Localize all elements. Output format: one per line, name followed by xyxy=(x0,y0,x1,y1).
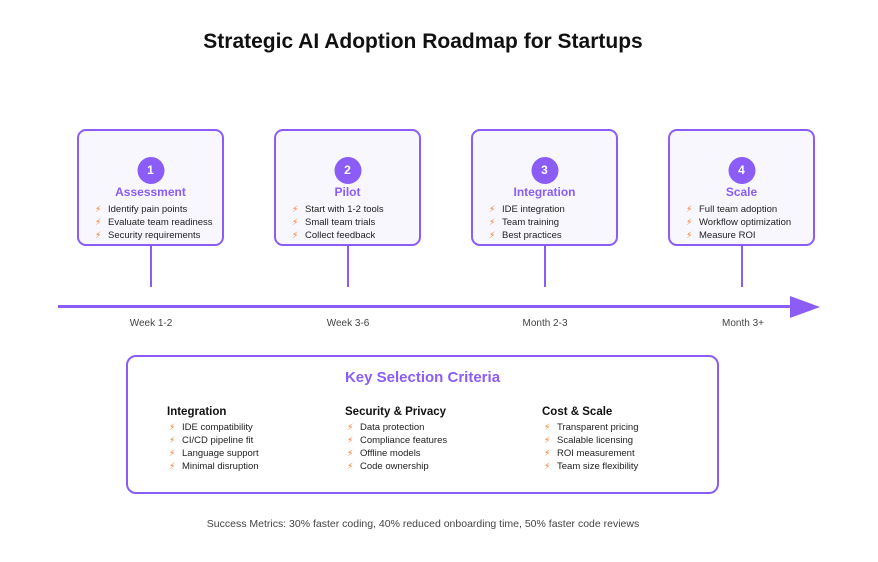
phase-name: Integration xyxy=(513,185,576,199)
lightning-bolt-icon: ⚡ xyxy=(544,461,551,471)
criteria-item: ⚡Data protection xyxy=(347,422,425,433)
criteria-list: ⚡Data protection ⚡Compliance features ⚡O… xyxy=(345,421,447,473)
phase-connector xyxy=(347,246,349,287)
timeline-line xyxy=(58,305,798,308)
phase-connector xyxy=(544,246,546,287)
criteria-item: ⚡Language support xyxy=(169,448,259,459)
phase-number-badge: 3 xyxy=(531,157,558,184)
phase-item: ⚡Full team adoption xyxy=(686,204,778,215)
lightning-bolt-icon: ⚡ xyxy=(686,204,693,214)
phase-name: Pilot xyxy=(334,185,361,199)
lightning-bolt-icon: ⚡ xyxy=(489,217,496,227)
lightning-bolt-icon: ⚡ xyxy=(489,230,496,240)
lightning-bolt-icon: ⚡ xyxy=(544,422,551,432)
phase-item-list: ⚡Start with 1-2 tools ⚡Small team trials… xyxy=(292,203,384,242)
phase-item: ⚡Measure ROI xyxy=(686,230,756,241)
criteria-column-cost: Cost & Scale ⚡Transparent pricing ⚡Scala… xyxy=(542,406,639,473)
lightning-bolt-icon: ⚡ xyxy=(292,230,299,240)
phase-name: Scale xyxy=(725,185,758,199)
phase-name: Assessment xyxy=(115,185,186,199)
criteria-item: ⚡Team size flexibility xyxy=(544,461,639,472)
lightning-bolt-icon: ⚡ xyxy=(169,435,176,445)
criteria-item: ⚡IDE compatibility xyxy=(169,422,253,433)
timeline-arrow-icon xyxy=(790,296,820,318)
criteria-list: ⚡Transparent pricing ⚡Scalable licensing… xyxy=(542,421,639,473)
timeline-label: Week 1-2 xyxy=(129,318,173,329)
phase-card-integration: 3 Integration ⚡IDE integration ⚡Team tra… xyxy=(471,129,618,246)
phase-card-assessment: 1 Assessment ⚡Identify pain points ⚡Eval… xyxy=(77,129,224,246)
phase-item: ⚡Identify pain points xyxy=(95,204,188,215)
lightning-bolt-icon: ⚡ xyxy=(95,217,102,227)
criteria-heading: Integration xyxy=(167,406,227,418)
phase-card-scale: 4 Scale ⚡Full team adoption ⚡Workflow op… xyxy=(668,129,815,246)
timeline-label: Week 3-6 xyxy=(326,318,370,329)
phase-item: ⚡Start with 1-2 tools xyxy=(292,204,384,215)
phase-item: ⚡IDE integration xyxy=(489,204,565,215)
phase-item: ⚡Best practices xyxy=(489,230,562,241)
lightning-bolt-icon: ⚡ xyxy=(347,461,354,471)
criteria-item: ⚡Code ownership xyxy=(347,461,429,472)
criteria-heading: Cost & Scale xyxy=(542,406,613,418)
phase-connector xyxy=(741,246,743,287)
phase-connector xyxy=(150,246,152,287)
success-metrics: Success Metrics: 30% faster coding, 40% … xyxy=(206,518,640,530)
phase-item: ⚡Evaluate team readiness xyxy=(95,217,213,228)
lightning-bolt-icon: ⚡ xyxy=(169,422,176,432)
criteria-title: Key Selection Criteria xyxy=(344,369,501,386)
criteria-heading: Security & Privacy xyxy=(345,406,447,418)
criteria-item: ⚡Transparent pricing xyxy=(544,422,639,433)
phase-item-list: ⚡Full team adoption ⚡Workflow optimizati… xyxy=(686,203,791,242)
lightning-bolt-icon: ⚡ xyxy=(95,230,102,240)
criteria-item: ⚡Compliance features xyxy=(347,435,448,446)
lightning-bolt-icon: ⚡ xyxy=(169,461,176,471)
phase-item: ⚡Team training xyxy=(489,217,560,228)
lightning-bolt-icon: ⚡ xyxy=(544,448,551,458)
criteria-item: ⚡Minimal disruption xyxy=(169,461,259,472)
phase-number-badge: 4 xyxy=(728,157,755,184)
phase-card-pilot: 2 Pilot ⚡Start with 1-2 tools ⚡Small tea… xyxy=(274,129,421,246)
phase-item: ⚡Security requirements xyxy=(95,230,201,241)
phase-item: ⚡Workflow optimization xyxy=(686,217,792,228)
lightning-bolt-icon: ⚡ xyxy=(544,435,551,445)
phase-item-list: ⚡IDE integration ⚡Team training ⚡Best pr… xyxy=(489,203,565,242)
lightning-bolt-icon: ⚡ xyxy=(489,204,496,214)
lightning-bolt-icon: ⚡ xyxy=(347,448,354,458)
lightning-bolt-icon: ⚡ xyxy=(686,230,693,240)
criteria-list: ⚡IDE compatibility ⚡CI/CD pipeline fit ⚡… xyxy=(167,421,259,473)
lightning-bolt-icon: ⚡ xyxy=(686,217,693,227)
lightning-bolt-icon: ⚡ xyxy=(347,435,354,445)
diagram-title: Strategic AI Adoption Roadmap for Startu… xyxy=(203,30,643,53)
timeline-label: Month 2-3 xyxy=(522,318,568,329)
criteria-item: ⚡CI/CD pipeline fit xyxy=(169,435,254,446)
lightning-bolt-icon: ⚡ xyxy=(347,422,354,432)
criteria-item: ⚡ROI measurement xyxy=(544,448,635,459)
timeline-label: Month 3+ xyxy=(722,318,764,329)
criteria-item: ⚡Offline models xyxy=(347,448,421,459)
phase-item: ⚡Collect feedback xyxy=(292,230,376,241)
lightning-bolt-icon: ⚡ xyxy=(169,448,176,458)
criteria-column-integration: Integration ⚡IDE compatibility ⚡CI/CD pi… xyxy=(167,406,259,473)
phase-item: ⚡Small team trials xyxy=(292,217,376,228)
criteria-item: ⚡Scalable licensing xyxy=(544,435,634,446)
phase-number-badge: 1 xyxy=(137,157,164,184)
criteria-column-security: Security & Privacy ⚡Data protection ⚡Com… xyxy=(345,406,447,473)
criteria-panel: Key Selection Criteria Integration ⚡IDE … xyxy=(126,355,719,494)
lightning-bolt-icon: ⚡ xyxy=(292,217,299,227)
lightning-bolt-icon: ⚡ xyxy=(292,204,299,214)
lightning-bolt-icon: ⚡ xyxy=(95,204,102,214)
phase-item-list: ⚡Identify pain points ⚡Evaluate team rea… xyxy=(95,203,213,242)
phase-number-badge: 2 xyxy=(334,157,361,184)
